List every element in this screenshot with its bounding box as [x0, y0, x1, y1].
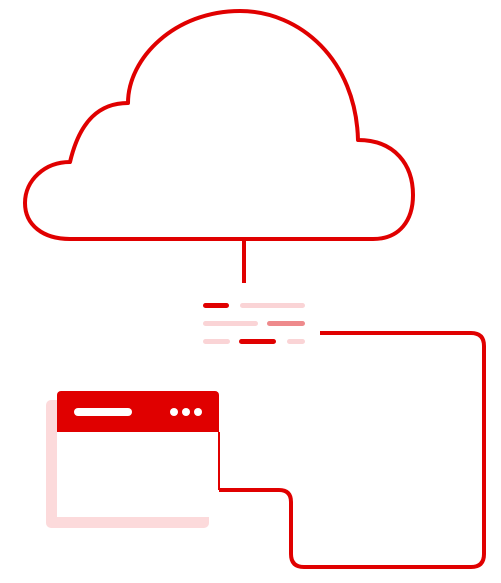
browser-header-bottom	[57, 420, 219, 432]
data-bar	[287, 339, 305, 344]
data-connector-line	[219, 331, 486, 569]
browser-window-icon	[46, 391, 220, 528]
browser-address-bar	[74, 408, 132, 416]
cloud-icon	[23, 9, 415, 241]
menu-dot	[182, 408, 190, 416]
menu-dot	[194, 408, 202, 416]
data-bar	[203, 321, 258, 326]
data-bar	[203, 303, 229, 308]
data-stream-icon	[203, 303, 305, 344]
data-bar	[240, 303, 305, 308]
data-bar	[203, 339, 230, 344]
menu-dot	[170, 408, 178, 416]
data-bar	[267, 321, 305, 326]
data-bar	[239, 339, 276, 344]
